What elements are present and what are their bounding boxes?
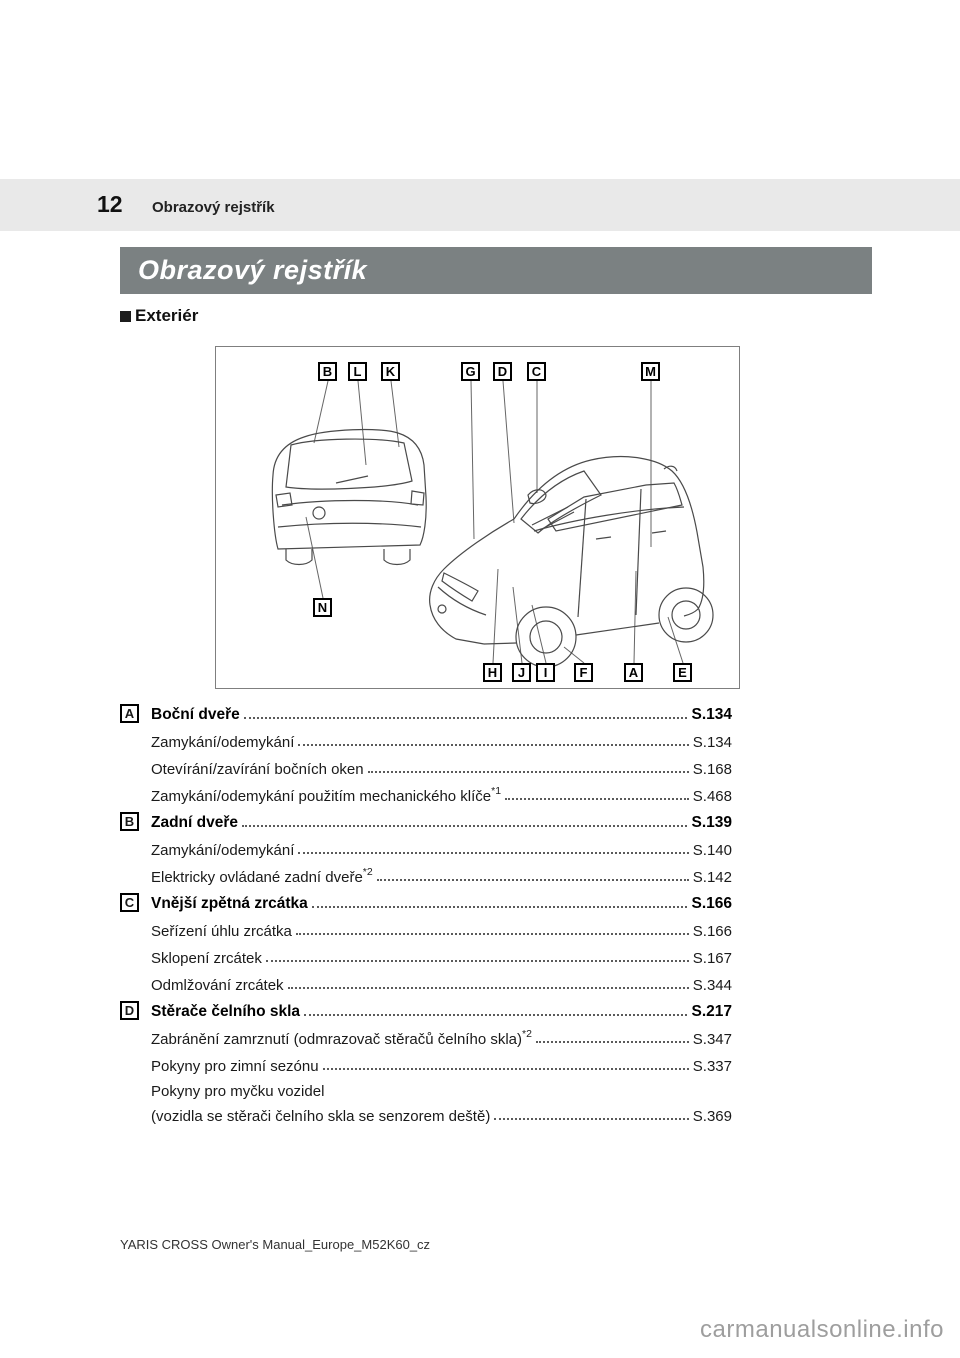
- page-number: 12: [97, 191, 123, 217]
- footnote-marker: *1: [491, 785, 502, 797]
- page-ref: S.468: [692, 788, 732, 805]
- dot-leader: [376, 879, 689, 881]
- index-subentry: Otevírání/zavírání bočních oken S.168: [120, 751, 732, 778]
- dot-leader: [243, 717, 688, 719]
- rear-car-drawing: [271, 428, 427, 566]
- section-heading-label: Exteriér: [135, 306, 199, 325]
- entry-title: Zadní dveře: [151, 814, 238, 831]
- key-badge: B: [120, 812, 139, 831]
- diagram-label-N: N: [313, 598, 332, 617]
- subentry-text: Otevírání/zavírání bočních oken: [151, 761, 364, 778]
- index-subentry: Elektricky ovládané zadní dveře *2 S.142: [120, 859, 732, 886]
- index-subentry: Sklopení zrcátek S.167: [120, 940, 732, 967]
- subentry-text: Zamykání/odemykání použitím mechanického…: [151, 788, 492, 805]
- index-subentry: Pokyny pro zimní sezónu S.337: [120, 1048, 732, 1075]
- document-footer: YARIS CROSS Owner's Manual_Europe_M52K60…: [120, 1237, 431, 1252]
- subentry-text-line2: (vozidla se stěrači čelního skla se senz…: [151, 1108, 491, 1125]
- leader-lines: [305, 380, 684, 664]
- dot-leader: [295, 933, 689, 935]
- page-ref: S.167: [692, 950, 732, 967]
- dot-leader: [304, 1014, 688, 1016]
- dot-leader: [265, 960, 689, 962]
- running-header-title: Obrazový rejstřík: [152, 199, 275, 216]
- diagram-label-I: I: [536, 663, 555, 682]
- diagram-label-A: A: [624, 663, 643, 682]
- page-ref: S.168: [692, 761, 732, 778]
- page-ref: S.140: [692, 842, 732, 859]
- index-subentry: Pokyny pro myčku vozidel: [120, 1075, 732, 1100]
- index-subentry: Zamykání/odemykání S.134: [120, 724, 732, 751]
- subentry-text: Pokyny pro myčku vozidel: [151, 1083, 325, 1100]
- page-ref: S.142: [692, 869, 732, 886]
- subentry-text: Zamykání/odemykání: [151, 842, 295, 859]
- page-ref: S.134: [692, 734, 732, 751]
- diagram-label-D: D: [493, 362, 512, 381]
- index-list: A Boční dveře S.134 Zamykání/odemykání S…: [120, 697, 732, 1125]
- subentry-text: Sklopení zrcátek: [151, 950, 262, 967]
- entry-title: Boční dveře: [151, 706, 240, 723]
- dot-leader: [298, 744, 689, 746]
- footnote-marker: *2: [362, 866, 373, 878]
- site-watermark: carmanualsonline.info: [700, 1316, 944, 1343]
- subentry-text: Odmlžování zrcátek: [151, 977, 284, 994]
- page-ref: S.166: [692, 923, 732, 940]
- index-subentry: Seřízení úhlu zrcátka S.166: [120, 913, 732, 940]
- index-subentry: Odmlžování zrcátek S.344: [120, 967, 732, 994]
- diagram-label-C: C: [527, 362, 546, 381]
- diagram-label-F: F: [574, 663, 593, 682]
- diagram-label-H: H: [483, 663, 502, 682]
- front-car-drawing: [429, 455, 714, 668]
- entry-title: Vnější zpětná zrcátka: [151, 895, 308, 912]
- index-subentry: Zabránění zamrznutí (odmrazovač stěračů …: [120, 1021, 732, 1048]
- dot-leader: [298, 852, 689, 854]
- running-header: 12 Obrazový rejstřík: [0, 179, 960, 231]
- subentry-text: Elektricky ovládané zadní dveře: [151, 869, 363, 886]
- key-badge: D: [120, 1001, 139, 1020]
- entry-title: Stěrače čelního skla: [151, 1003, 301, 1020]
- subentry-text: Seřízení úhlu zrcátka: [151, 923, 292, 940]
- index-entry: C Vnější zpětná zrcátka S.166: [120, 886, 732, 913]
- subentry-text: Zabránění zamrznutí (odmrazovač stěračů …: [151, 1031, 522, 1048]
- section-heading: Exteriér: [120, 306, 198, 326]
- diagram-label-G: G: [461, 362, 480, 381]
- diagram-label-J: J: [512, 663, 531, 682]
- dot-leader: [505, 798, 689, 800]
- dot-leader: [287, 987, 689, 989]
- chapter-title: Obrazový rejstřík: [138, 255, 368, 285]
- page-ref: S.344: [692, 977, 732, 994]
- index-subentry: (vozidla se stěrači čelního skla se senz…: [120, 1100, 732, 1125]
- page-ref: S.347: [692, 1031, 732, 1048]
- dot-leader: [367, 771, 689, 773]
- page-ref: S.217: [691, 1003, 732, 1020]
- diagram-label-K: K: [381, 362, 400, 381]
- footnote-marker: *2: [522, 1028, 532, 1040]
- dot-leader: [311, 906, 688, 908]
- exterior-diagram: B L K G D C M N H J I F A E: [215, 346, 740, 689]
- page-ref: S.369: [692, 1108, 732, 1125]
- index-entry: B Zadní dveře S.139: [120, 805, 732, 832]
- index-entry: D Stěrače čelního skla S.217: [120, 994, 732, 1021]
- subentry-text: Pokyny pro zimní sezónu: [151, 1058, 319, 1075]
- index-subentry: Zamykání/odemykání použitím mechanického…: [120, 778, 732, 805]
- chapter-title-banner: Obrazový rejstřík: [120, 247, 872, 294]
- diagram-label-L: L: [348, 362, 367, 381]
- page-ref: S.337: [692, 1058, 732, 1075]
- index-subentry: Zamykání/odemykání S.140: [120, 832, 732, 859]
- dot-leader: [322, 1068, 689, 1070]
- index-entry: A Boční dveře S.134: [120, 697, 732, 724]
- key-badge: A: [120, 704, 139, 723]
- page-ref: S.166: [691, 895, 732, 912]
- key-badge: C: [120, 893, 139, 912]
- subentry-text: Zamykání/odemykání: [151, 734, 295, 751]
- square-bullet-icon: [120, 310, 131, 322]
- diagram-label-B: B: [318, 362, 337, 381]
- diagram-label-M: M: [641, 362, 660, 381]
- page-ref: S.139: [691, 814, 732, 831]
- dot-leader: [494, 1118, 689, 1120]
- diagram-label-E: E: [673, 663, 692, 682]
- dot-leader: [535, 1041, 689, 1043]
- car-line-art: [271, 380, 714, 668]
- dot-leader: [242, 825, 688, 827]
- page-ref: S.134: [691, 706, 732, 723]
